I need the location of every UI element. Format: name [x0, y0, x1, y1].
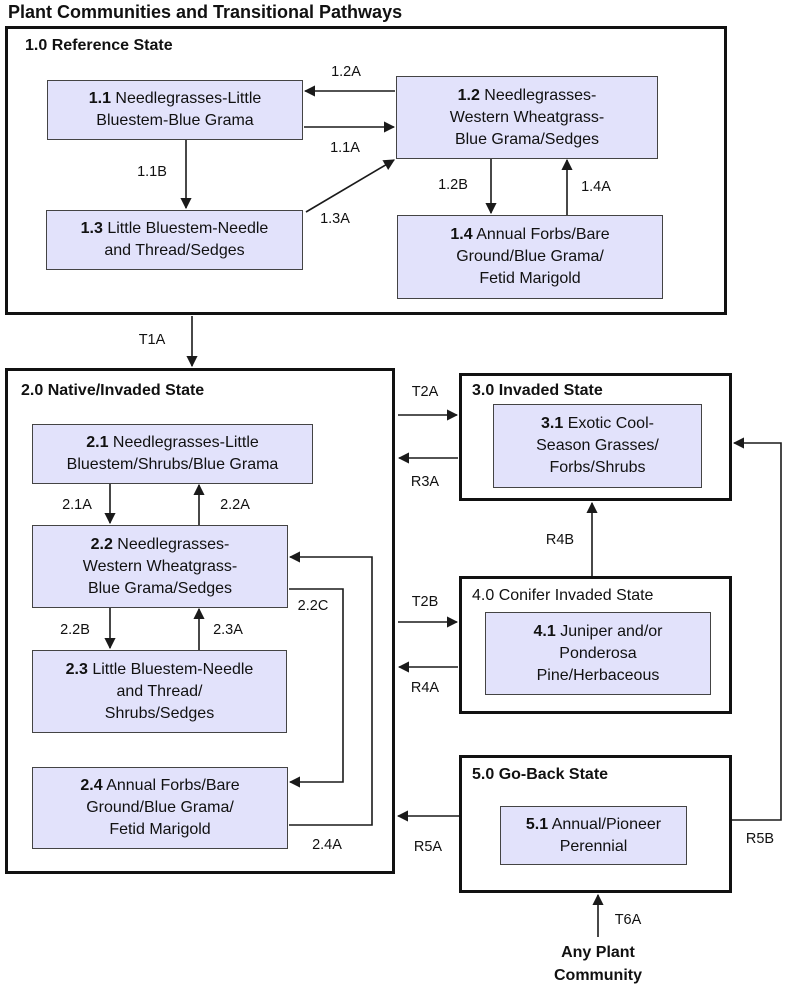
- label-2-4A: 2.4A: [312, 837, 342, 853]
- label-T1A: T1A: [138, 332, 166, 348]
- state-5-title: 5.0 Go-Back State: [472, 766, 609, 783]
- label-2-3A: 2.3A: [213, 622, 243, 638]
- community-code: 4.1: [533, 622, 556, 640]
- community-text: Little Bluestem-Needle and Thread/ Shrub…: [92, 660, 254, 722]
- community-text: Annual/Pioneer Perennial: [551, 815, 662, 855]
- label-2-2A: 2.2A: [220, 497, 250, 513]
- community-2-3[interactable]: 2.3 Little Bluestem-Needle and Thread/ S…: [32, 650, 287, 733]
- community-text: Needlegrasses-Little Bluestem-Blue Grama: [96, 90, 262, 129]
- label-1-1B: 1.1B: [137, 164, 167, 180]
- label-T6A: T6A: [614, 912, 642, 928]
- community-text: Annual Forbs/Bare Ground/Blue Grama/ Fet…: [86, 777, 240, 838]
- community-text: Annual Forbs/Bare Ground/Blue Grama/ Fet…: [456, 226, 610, 287]
- community-code: 2.1: [86, 434, 109, 451]
- diagram-title: Plant Communities and Transitional Pathw…: [8, 2, 403, 22]
- community-text: Needlegrasses- Western Wheatgrass- Blue …: [82, 535, 238, 597]
- community-code: 2.2: [90, 535, 113, 553]
- state-4-title: 4.0 Conifer Invaded State: [472, 587, 654, 604]
- community-text: Needlegrasses- Western Wheatgrass- Blue …: [449, 86, 605, 148]
- label-1-4A: 1.4A: [581, 179, 611, 195]
- community-code: 1.4: [450, 226, 473, 243]
- label-R4A: R4A: [410, 680, 440, 696]
- label-R5B: R5B: [745, 831, 775, 847]
- community-5-1[interactable]: 5.1 Annual/Pioneer Perennial: [500, 806, 687, 865]
- label-1-2A: 1.2A: [331, 64, 361, 80]
- community-code: 5.1: [525, 815, 549, 833]
- community-1-1[interactable]: 1.1 Needlegrasses-Little Bluestem-Blue G…: [47, 80, 303, 140]
- community-code: 1.3: [80, 220, 103, 237]
- label-T2B: T2B: [411, 594, 439, 610]
- community-text: Little Bluestem-Needle and Thread/Sedges: [104, 220, 269, 259]
- label-R4B: R4B: [545, 532, 575, 548]
- label-1-3A: 1.3A: [320, 211, 350, 227]
- state-3-title: 3.0 Invaded State: [472, 382, 603, 399]
- community-2-1[interactable]: 2.1 Needlegrasses-Little Bluestem/Shrubs…: [32, 424, 313, 484]
- community-code: 3.1: [541, 415, 564, 432]
- state-1-title: 1.0 Reference State: [25, 37, 173, 54]
- community-4-1[interactable]: 4.1 Juniper and/or Ponderosa Pine/Herbac…: [485, 612, 711, 695]
- label-1-2B: 1.2B: [438, 177, 468, 193]
- label-2-2C: 2.2C: [297, 598, 329, 614]
- label-R5A: R5A: [413, 839, 443, 855]
- community-code: 2.3: [65, 660, 88, 678]
- community-text: Needlegrasses-Little Bluestem/Shrubs/Blu…: [66, 434, 279, 473]
- community-2-2[interactable]: 2.2 Needlegrasses- Western Wheatgrass- B…: [32, 525, 288, 608]
- community-1-3[interactable]: 1.3 Little Bluestem-Needle and Thread/Se…: [46, 210, 303, 270]
- community-text: Juniper and/or Ponderosa Pine/Herbaceous: [536, 622, 663, 684]
- any-plant-community: Any Plant Community: [554, 944, 642, 984]
- label-1-1A: 1.1A: [330, 140, 360, 156]
- community-1-4[interactable]: 1.4 Annual Forbs/Bare Ground/Blue Grama/…: [397, 215, 663, 299]
- community-1-2[interactable]: 1.2 Needlegrasses- Western Wheatgrass- B…: [396, 76, 658, 159]
- community-2-4[interactable]: 2.4 Annual Forbs/Bare Ground/Blue Grama/…: [32, 767, 288, 849]
- label-2-1A: 2.1A: [62, 497, 92, 513]
- label-R3A: R3A: [410, 474, 440, 490]
- arrow-R5B: [732, 437, 782, 821]
- label-2-2B: 2.2B: [60, 622, 90, 638]
- community-code: 1.1: [88, 90, 111, 107]
- community-code: 2.4: [80, 777, 103, 794]
- community-code: 1.2: [457, 86, 480, 104]
- state-2-title: 2.0 Native/Invaded State: [21, 382, 205, 399]
- community-3-1[interactable]: 3.1 Exotic Cool- Season Grasses/ Forbs/S…: [493, 404, 702, 488]
- label-T2A: T2A: [411, 384, 439, 400]
- community-text: Exotic Cool- Season Grasses/ Forbs/Shrub…: [536, 415, 659, 476]
